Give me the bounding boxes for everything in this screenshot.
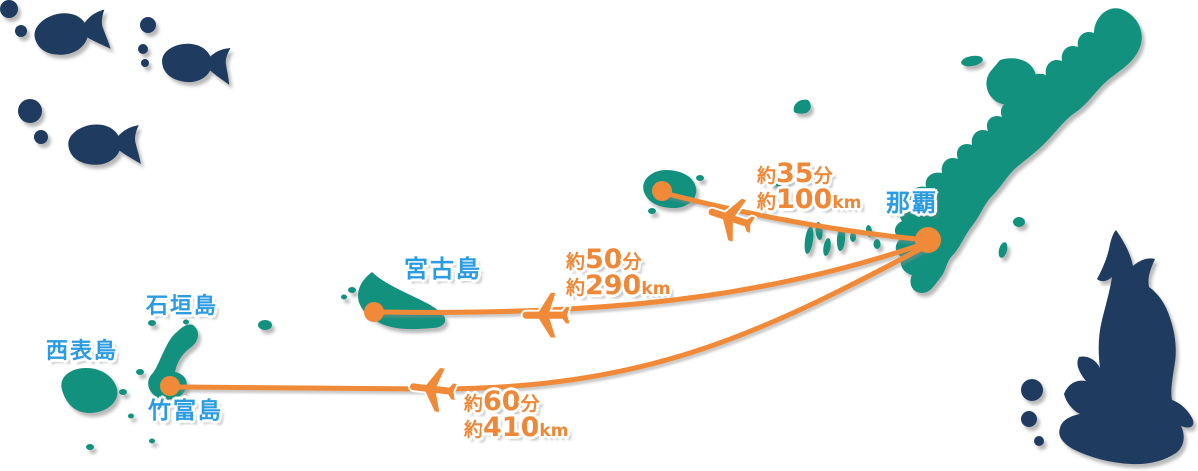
island-iriomotejima bbox=[61, 368, 118, 413]
route-time: 約35分 bbox=[757, 160, 861, 188]
time-prefix: 約 bbox=[757, 165, 777, 187]
label-taketomijima: 竹富島 bbox=[148, 400, 223, 423]
hub-label-text: 那覇 bbox=[886, 189, 938, 217]
route-line-naha-miyako bbox=[377, 240, 929, 315]
island-motobu-peninsula bbox=[986, 58, 1037, 105]
dot-ishigakijima bbox=[160, 376, 180, 396]
route-distance: 約100km bbox=[757, 186, 862, 215]
island-okinawa-honto bbox=[894, 8, 1142, 293]
distance-prefix: 約 bbox=[566, 277, 586, 299]
island-aguni bbox=[793, 99, 811, 114]
route-line-naha-kumejima bbox=[665, 191, 929, 243]
island-label-text: 宮古島 bbox=[404, 255, 482, 283]
island-tonaki bbox=[770, 177, 788, 187]
label-naha: 那覇 bbox=[886, 191, 938, 215]
whale-shark-icon bbox=[1021, 230, 1194, 465]
route-time: 約50分 bbox=[566, 246, 670, 274]
time-value: 50 bbox=[585, 244, 623, 275]
island-kurima bbox=[258, 320, 272, 330]
flight-routes bbox=[177, 191, 929, 392]
distance-prefix: 約 bbox=[757, 191, 777, 213]
distance-value: 410 bbox=[483, 412, 540, 443]
airplanes-layer bbox=[408, 196, 757, 414]
label-iriomotejima: 西表島 bbox=[46, 341, 118, 363]
route-time: 約60分 bbox=[464, 388, 568, 416]
route-distance: 約410km bbox=[464, 414, 569, 443]
island-ishigakijima bbox=[148, 324, 199, 400]
distance-prefix: 約 bbox=[464, 419, 484, 441]
time-prefix: 約 bbox=[464, 393, 484, 415]
distance-unit: km bbox=[832, 193, 862, 213]
island-ie bbox=[961, 55, 983, 67]
distance-value: 290 bbox=[585, 270, 642, 301]
hub-dot-naha bbox=[915, 227, 941, 253]
island-label-text: 西表島 bbox=[46, 339, 119, 364]
route-label-kumejima: 約35分 約100km bbox=[757, 160, 862, 215]
time-unit: 分 bbox=[622, 251, 642, 273]
time-value: 60 bbox=[483, 386, 521, 417]
tropical-fish-icon bbox=[34, 9, 231, 165]
dot-kumejima bbox=[652, 181, 672, 201]
island-label-text: 竹富島 bbox=[148, 398, 223, 424]
bubbles-icon bbox=[0, 0, 156, 144]
time-unit: 分 bbox=[520, 393, 540, 415]
time-prefix: 約 bbox=[566, 251, 586, 273]
route-distance: 約290km bbox=[566, 272, 671, 301]
route-label-ishigaki: 約60分 約410km bbox=[464, 388, 569, 443]
dot-miyakojima bbox=[364, 302, 384, 322]
airplane-icon bbox=[706, 196, 757, 244]
route-line-naha-ishigaki bbox=[177, 243, 929, 392]
airport-dots bbox=[160, 181, 941, 396]
label-ishigakijima: 石垣島 bbox=[146, 296, 218, 318]
island-label-text: 石垣島 bbox=[146, 294, 219, 319]
time-unit: 分 bbox=[813, 165, 833, 187]
route-label-miyako: 約50分 約290km bbox=[566, 246, 671, 301]
label-miyakojima: 宮古島 bbox=[404, 257, 482, 281]
islands-kerama bbox=[804, 222, 881, 256]
time-value: 35 bbox=[776, 158, 814, 189]
airplane-icon bbox=[520, 290, 572, 340]
distance-unit: km bbox=[539, 421, 569, 441]
distance-unit: km bbox=[641, 279, 671, 299]
airplane-icon bbox=[408, 366, 459, 414]
distance-value: 100 bbox=[776, 184, 833, 215]
